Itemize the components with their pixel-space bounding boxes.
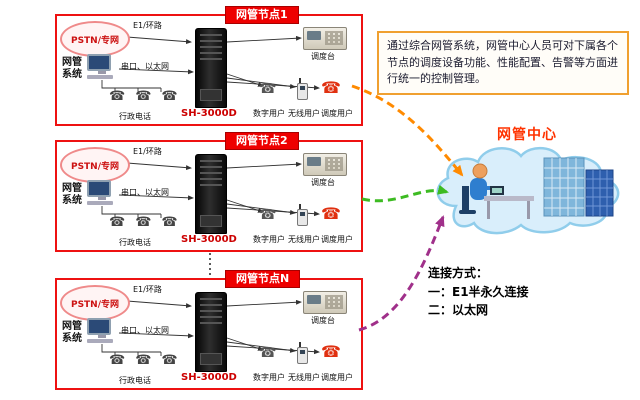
dispatch-console-icon xyxy=(303,291,347,314)
keyboard-icon xyxy=(87,201,113,205)
nmc-cloud-illustration xyxy=(436,147,620,235)
nmc-title: 网管中心 xyxy=(497,127,557,143)
monitor-icon xyxy=(87,180,111,197)
dispatch-console-icon xyxy=(303,27,347,50)
nms-label: 网管系统 xyxy=(62,183,82,206)
node-connector-lines xyxy=(101,161,320,218)
node-title: 网管节点2 xyxy=(225,132,299,151)
digital-phone-icon: ☎ xyxy=(259,345,277,361)
server-cabinet-icon xyxy=(195,154,227,234)
pstn-label: PSTN/专网 xyxy=(70,35,120,46)
dispatch-user-label: 调度用户 xyxy=(321,373,353,382)
wireless-handset-icon xyxy=(297,78,308,100)
phone-icon: ☎ xyxy=(161,89,178,104)
nms-label: 网管系统 xyxy=(62,321,82,344)
admin-phone-label: 行政电话 xyxy=(119,238,151,247)
node-1: 网管节点1 PSTN/专网 E1/环路 网管系统 串口、以太网 SH-3000D… xyxy=(55,6,363,126)
computer-icon xyxy=(87,318,117,344)
server-cabinet-icon xyxy=(195,28,227,108)
phone-icon: ☎ xyxy=(135,215,152,230)
pstn-cloud: PSTN/专网 xyxy=(60,285,130,321)
monitor-icon xyxy=(87,318,111,335)
node-2: 网管节点2 PSTN/专网 E1/环路 网管系统 串口、以太网 SH-3000D… xyxy=(55,132,363,252)
building-icons xyxy=(543,157,614,217)
wireless-handset-icon xyxy=(297,204,308,226)
phone-icon: ☎ xyxy=(109,89,126,104)
node-connector-lines xyxy=(101,35,320,92)
serial-ethernet-label: 串口、以太网 xyxy=(121,326,169,335)
pstn-cloud: PSTN/专网 xyxy=(60,147,130,183)
monitor-stand-icon xyxy=(98,197,106,200)
dispatch-console-label: 调度台 xyxy=(311,52,335,61)
pstn-cloud: PSTN/专网 xyxy=(60,21,130,57)
admin-phone-label: 行政电话 xyxy=(119,376,151,385)
dispatch-user-label: 调度用户 xyxy=(321,109,353,118)
monitor-icon xyxy=(87,54,111,71)
dispatch-console-label: 调度台 xyxy=(311,316,335,325)
server-model-label: SH-3000D xyxy=(181,372,237,383)
dispatch-console-label: 调度台 xyxy=(311,178,335,187)
pstn-label: PSTN/专网 xyxy=(70,161,120,172)
admin-phone-label: 行政电话 xyxy=(119,112,151,121)
phone-icon: ☎ xyxy=(109,215,126,230)
dispatch-phone-icon: ☎ xyxy=(321,78,341,97)
connection-title: 连接方式： xyxy=(428,266,489,280)
monitor-stand-icon xyxy=(98,71,106,74)
e1-link-label: E1/环路 xyxy=(133,285,162,294)
digital-phone-icon: ☎ xyxy=(259,207,277,223)
digital-phone-icon: ☎ xyxy=(259,81,277,97)
keyboard-icon xyxy=(87,339,113,343)
dispatch-console-icon xyxy=(303,153,347,176)
admin-phones-row: ☎ ☎ ☎ xyxy=(109,354,178,367)
node-title: 网管节点N xyxy=(225,270,301,289)
phone-icon: ☎ xyxy=(161,353,178,368)
server-cabinet-icon xyxy=(195,292,227,372)
phone-icon: ☎ xyxy=(109,353,126,368)
digital-user-label: 数字用户 xyxy=(253,109,285,118)
node-title: 网管节点1 xyxy=(225,6,299,25)
wireless-handset-icon xyxy=(297,342,308,364)
connection-method-1: 一：E1半永久连接 xyxy=(428,284,529,299)
connection-methods: 连接方式： 一：E1半永久连接 二：以太网 xyxy=(428,264,529,320)
phone-icon: ☎ xyxy=(161,215,178,230)
keyboard-icon xyxy=(87,75,113,79)
serial-ethernet-label: 串口、以太网 xyxy=(121,188,169,197)
e1-link-label: E1/环路 xyxy=(133,147,162,156)
wireless-user-label: 无线用户 xyxy=(288,373,320,382)
node-N: 网管节点N PSTN/专网 E1/环路 网管系统 串口、以太网 SH-3000D… xyxy=(55,270,363,390)
dispatch-phone-icon: ☎ xyxy=(321,342,341,361)
digital-user-label: 数字用户 xyxy=(253,235,285,244)
admin-phones-row: ☎ ☎ ☎ xyxy=(109,216,178,229)
connection-method-2: 二：以太网 xyxy=(428,303,489,318)
description-box: 通过综合网管系统，网管中心人员可对下属各个节点的调度设备功能、性能配置、告警等方… xyxy=(377,31,629,95)
admin-phones-row: ☎ ☎ ☎ xyxy=(109,90,178,103)
server-model-label: SH-3000D xyxy=(181,108,237,119)
nms-label: 网管系统 xyxy=(62,57,82,80)
digital-user-label: 数字用户 xyxy=(253,373,285,382)
monitor-stand-icon xyxy=(98,335,106,338)
wireless-user-label: 无线用户 xyxy=(288,235,320,244)
dispatch-user-label: 调度用户 xyxy=(321,235,353,244)
desk-laptop-icon xyxy=(484,186,534,219)
dispatch-phone-icon: ☎ xyxy=(321,204,341,223)
computer-icon xyxy=(87,54,117,80)
pstn-label: PSTN/专网 xyxy=(70,299,120,310)
phone-icon: ☎ xyxy=(135,89,152,104)
e1-link-label: E1/环路 xyxy=(133,21,162,30)
server-model-label: SH-3000D xyxy=(181,234,237,245)
computer-icon xyxy=(87,180,117,206)
phone-icon: ☎ xyxy=(135,353,152,368)
wireless-user-label: 无线用户 xyxy=(288,109,320,118)
serial-ethernet-label: 串口、以太网 xyxy=(121,62,169,71)
